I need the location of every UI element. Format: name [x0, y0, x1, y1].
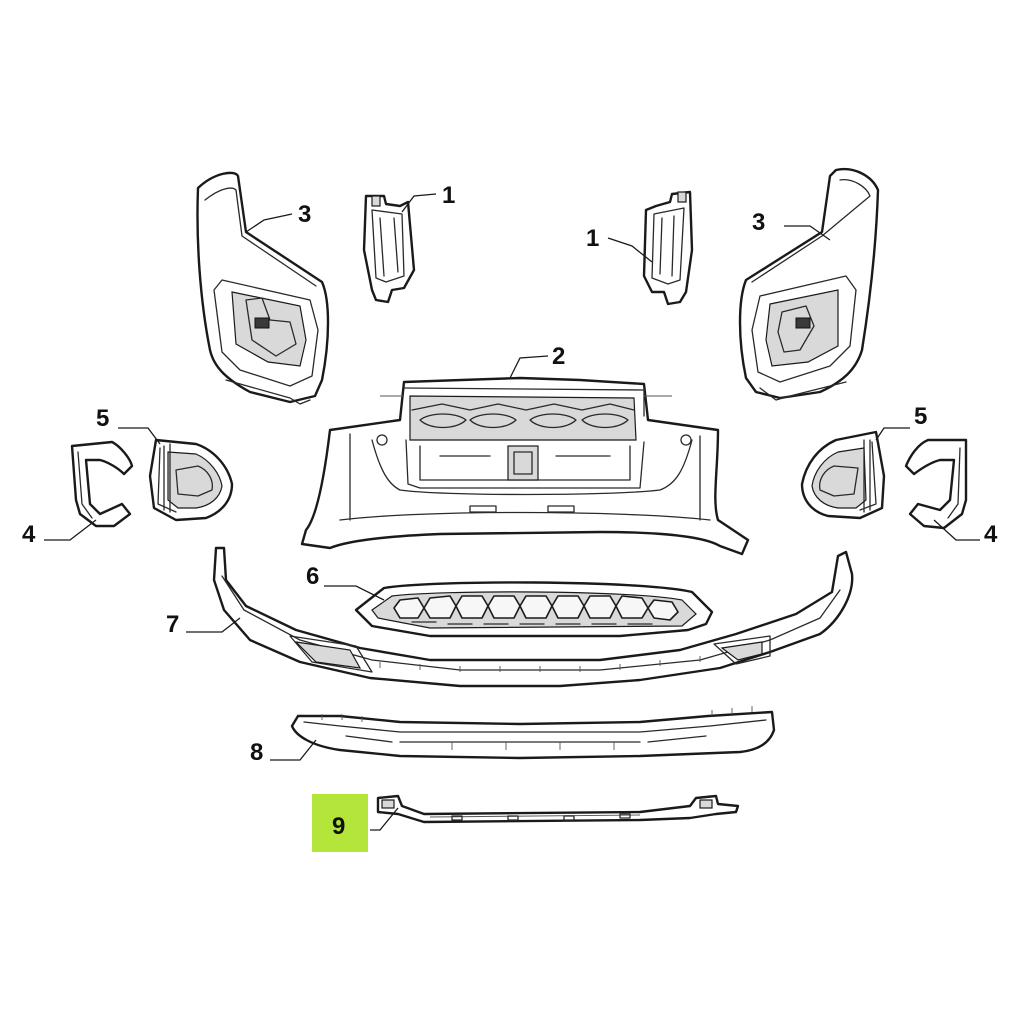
callout-1-right[interactable]: 1 [586, 225, 599, 252]
callout-4-left[interactable]: 4 [22, 521, 36, 548]
callout-3-right[interactable]: 3 [752, 209, 765, 236]
part-3-left-side-cover[interactable] [196, 171, 330, 405]
part-9-lower-strip[interactable] [376, 794, 740, 824]
part-5-right-lamp-housing[interactable] [800, 430, 886, 520]
part-1-left-bracket[interactable] [362, 194, 416, 304]
callout-9-highlight [312, 794, 368, 852]
part-3-right-side-cover[interactable] [738, 167, 880, 401]
callout-7[interactable]: 7 [166, 611, 179, 638]
callout-4-right[interactable]: 4 [984, 521, 998, 548]
leader-lines [44, 193, 980, 831]
callout-6[interactable]: 6 [306, 563, 319, 590]
callouts: 1 1 2 3 3 4 4 5 5 6 7 8 9 [22, 182, 998, 852]
callout-9[interactable]: 9 [332, 813, 345, 840]
grille-mesh [393, 595, 679, 625]
part-2-bumper-frame[interactable] [300, 376, 750, 556]
callout-8[interactable]: 8 [250, 739, 263, 766]
callout-2[interactable]: 2 [552, 343, 565, 370]
callout-5-right[interactable]: 5 [914, 403, 927, 430]
part-5-left-lamp-housing[interactable] [148, 438, 234, 522]
part-1-right-bracket[interactable] [642, 190, 694, 306]
callout-1-left[interactable]: 1 [442, 182, 455, 209]
part-8-skid-plate[interactable] [290, 706, 776, 760]
callout-5-left[interactable]: 5 [96, 405, 109, 432]
callout-3-left[interactable]: 3 [298, 201, 311, 228]
part-6-grille[interactable] [354, 581, 714, 638]
part-4-right-trim[interactable] [904, 438, 968, 530]
part-4-left-trim[interactable] [70, 440, 134, 528]
part-7-lower-bumper[interactable] [212, 546, 854, 688]
